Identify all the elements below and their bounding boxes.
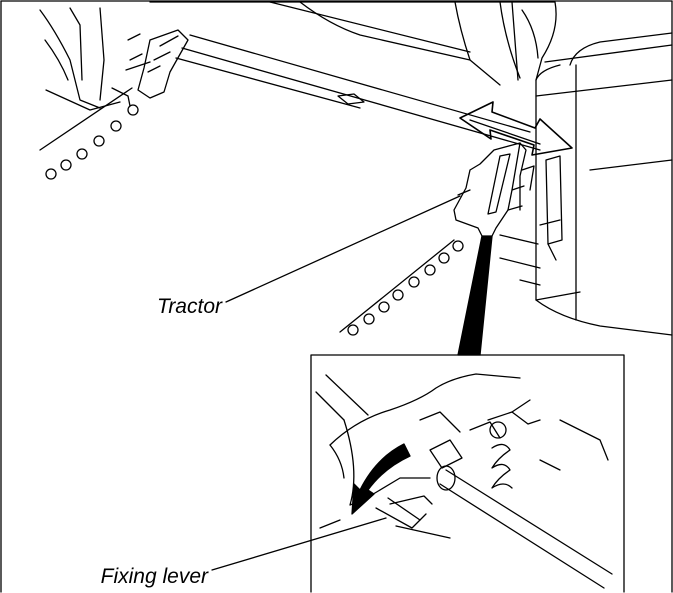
left-tractor — [39, 7, 189, 111]
curved-arrow-icon — [351, 443, 411, 515]
fixing-lever-leader-line — [211, 517, 387, 571]
tractor-label: Tractor — [157, 295, 223, 318]
double-headed-arrow-icon — [459, 101, 573, 156]
detail-inset — [310, 354, 625, 593]
right-tractor — [453, 142, 535, 241]
callout-wedge — [457, 235, 493, 356]
fixing-lever-label: Fixing lever — [101, 565, 209, 588]
tractor-leader-line — [225, 195, 461, 303]
platen-rail — [175, 34, 563, 286]
printer-body — [149, 1, 673, 336]
right-paper-edge — [339, 239, 464, 336]
left-paper-edge — [39, 87, 139, 180]
